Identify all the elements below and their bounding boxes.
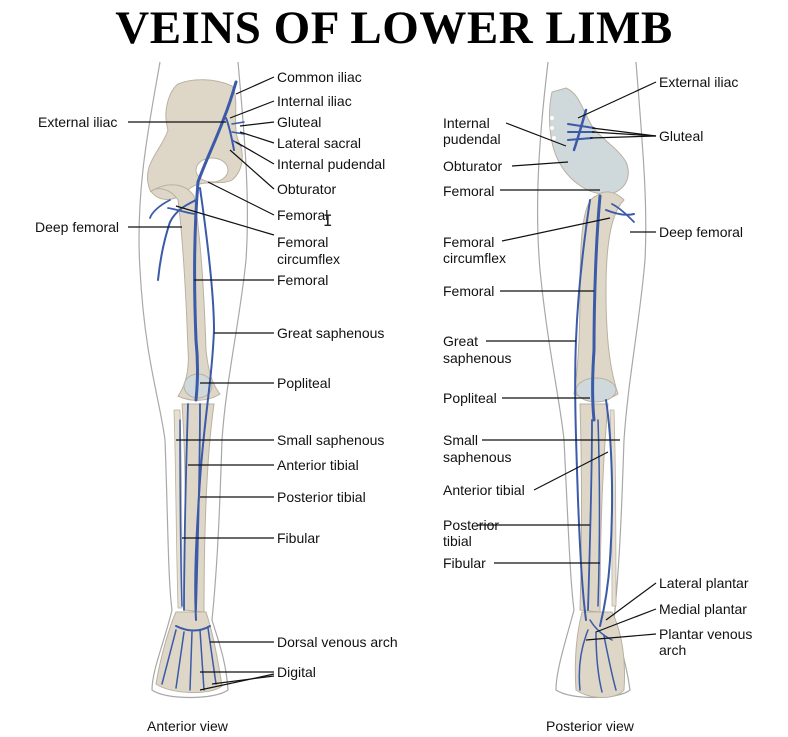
label-anterior-external-iliac: External iliac (38, 114, 118, 130)
posterior-pelvis-bone (549, 87, 629, 195)
label-anterior-femoral: Femoral (277, 272, 329, 288)
anterior-deep-femoral-vein (157, 199, 197, 281)
posterior-tibial-vein (587, 419, 593, 611)
label-posterior-femoral-circumflex-line1: Femoral (443, 234, 495, 250)
label-posterior-femoral-circumflex-line2: circumflex (443, 250, 507, 266)
label-posterior-plantar-venous-arch-line1: Plantar venous (659, 626, 753, 642)
label-posterior-femoral: Femoral (443, 283, 495, 299)
posterior-deep-femoral-vein (605, 209, 635, 216)
posterior-tibia (579, 403, 609, 613)
label-posterior-popliteal: Popliteal (443, 390, 497, 406)
page-title: VEINS OF LOWER LIMB (115, 2, 673, 54)
label-anterior-lateral-sacral: Lateral sacral (277, 135, 362, 151)
label-posterior-posterior-tibial-line1: Posterior (443, 517, 500, 533)
label-anterior-femoral-circumflex-line1: Femoral (277, 234, 329, 250)
label-anterior-small-saphenous: Small saphenous (277, 432, 385, 448)
label-posterior-gluteal: Gluteal (659, 128, 704, 144)
anterior-posterior-tibial-vein (195, 403, 201, 611)
label-anterior-posterior-tibial: Posterior tibial (277, 489, 366, 505)
label-anterior-femoral-circumflex-line2: circumflex (277, 251, 341, 267)
label-posterior-internal-pudendal-line1: Internal (443, 115, 490, 131)
label-posterior-deep-femoral: Deep femoral (659, 224, 744, 240)
label-posterior-femoral-top: Femoral (443, 183, 495, 199)
caption-anterior-view: Anterior view (147, 718, 228, 734)
posterior-skin-outline (536, 61, 647, 699)
anterior-great-saphenous-vein (194, 187, 216, 621)
anterior-femur (149, 184, 221, 401)
label-posterior-great-saphenous-line2: saphenous (443, 350, 512, 366)
label-anterior-dorsal-venous-arch: Dorsal venous arch (277, 634, 398, 650)
posterior-femoral-vein (591, 194, 602, 422)
label-anterior-popliteal: Popliteal (277, 375, 331, 391)
anterior-fibular-vein (179, 419, 183, 607)
posterior-anterior-tibial-vein (597, 419, 601, 607)
label-anterior-internal-pudendal: Internal pudendal (277, 156, 386, 172)
posterior-gluteal-veins (567, 123, 595, 141)
anterior-leg-illustration (138, 61, 249, 699)
label-anterior-common-iliac: Common iliac (277, 69, 362, 85)
posterior-small-saphenous-vein (599, 399, 614, 627)
label-anterior-deep-femoral: Deep femoral (35, 219, 120, 235)
anterior-external-iliac-vein (196, 116, 226, 184)
label-posterior-lateral-plantar: Lateral plantar (659, 575, 749, 591)
label-anterior-internal-iliac: Internal iliac (277, 93, 352, 109)
label-posterior-internal-pudendal-line2: pudendal (443, 131, 501, 147)
label-posterior-great-saphenous-line1: Great (443, 333, 479, 349)
posterior-great-saphenous-vein (574, 199, 591, 621)
label-anterior-digital: Digital (277, 664, 316, 680)
anterior-pelvis-bone (147, 79, 243, 200)
label-posterior-external-iliac: External iliac (659, 74, 739, 90)
anterior-common-iliac-vein (222, 80, 238, 120)
posterior-external-iliac-vein (572, 108, 588, 152)
label-posterior-fibular: Fibular (443, 555, 486, 571)
text-cursor-icon: I (323, 211, 333, 230)
anterior-skin-outline (138, 61, 249, 699)
label-posterior-plantar-venous-arch-line2: arch (659, 642, 687, 658)
anterior-digital-veins (161, 627, 217, 691)
label-posterior-small-saphenous-line1: Small (443, 432, 479, 448)
anterior-circumflex-veins (149, 199, 197, 219)
label-posterior-anterior-tibial: Anterior tibial (443, 482, 525, 498)
anterior-femoral-vein (193, 180, 200, 402)
label-posterior-obturator: Obturator (443, 158, 503, 174)
anterior-internal-iliac-vein (225, 117, 235, 151)
anterior-tibial-veins (183, 403, 189, 611)
label-posterior-medial-plantar: Medial plantar (659, 601, 747, 617)
posterior-plantar-veins (578, 619, 617, 693)
label-posterior-small-saphenous-line2: saphenous (443, 449, 512, 465)
label-anterior-great-saphenous: Great saphenous (277, 325, 385, 341)
label-posterior-posterior-tibial-line2: tibial (443, 533, 472, 549)
anterior-dorsal-venous-arch (175, 625, 211, 632)
leader-lines (128, 76, 657, 691)
label-anterior-obturator: Obturator (277, 181, 337, 197)
label-anterior-fibular: Fibular (277, 530, 320, 546)
label-anterior-gluteal: Gluteal (277, 114, 322, 130)
caption-posterior-view: Posterior view (546, 718, 634, 734)
posterior-circumflex-veins (611, 203, 635, 223)
label-anterior-femoral-top: Femoral (277, 207, 329, 223)
label-anterior-anterior-tibial: Anterior tibial (277, 457, 359, 473)
